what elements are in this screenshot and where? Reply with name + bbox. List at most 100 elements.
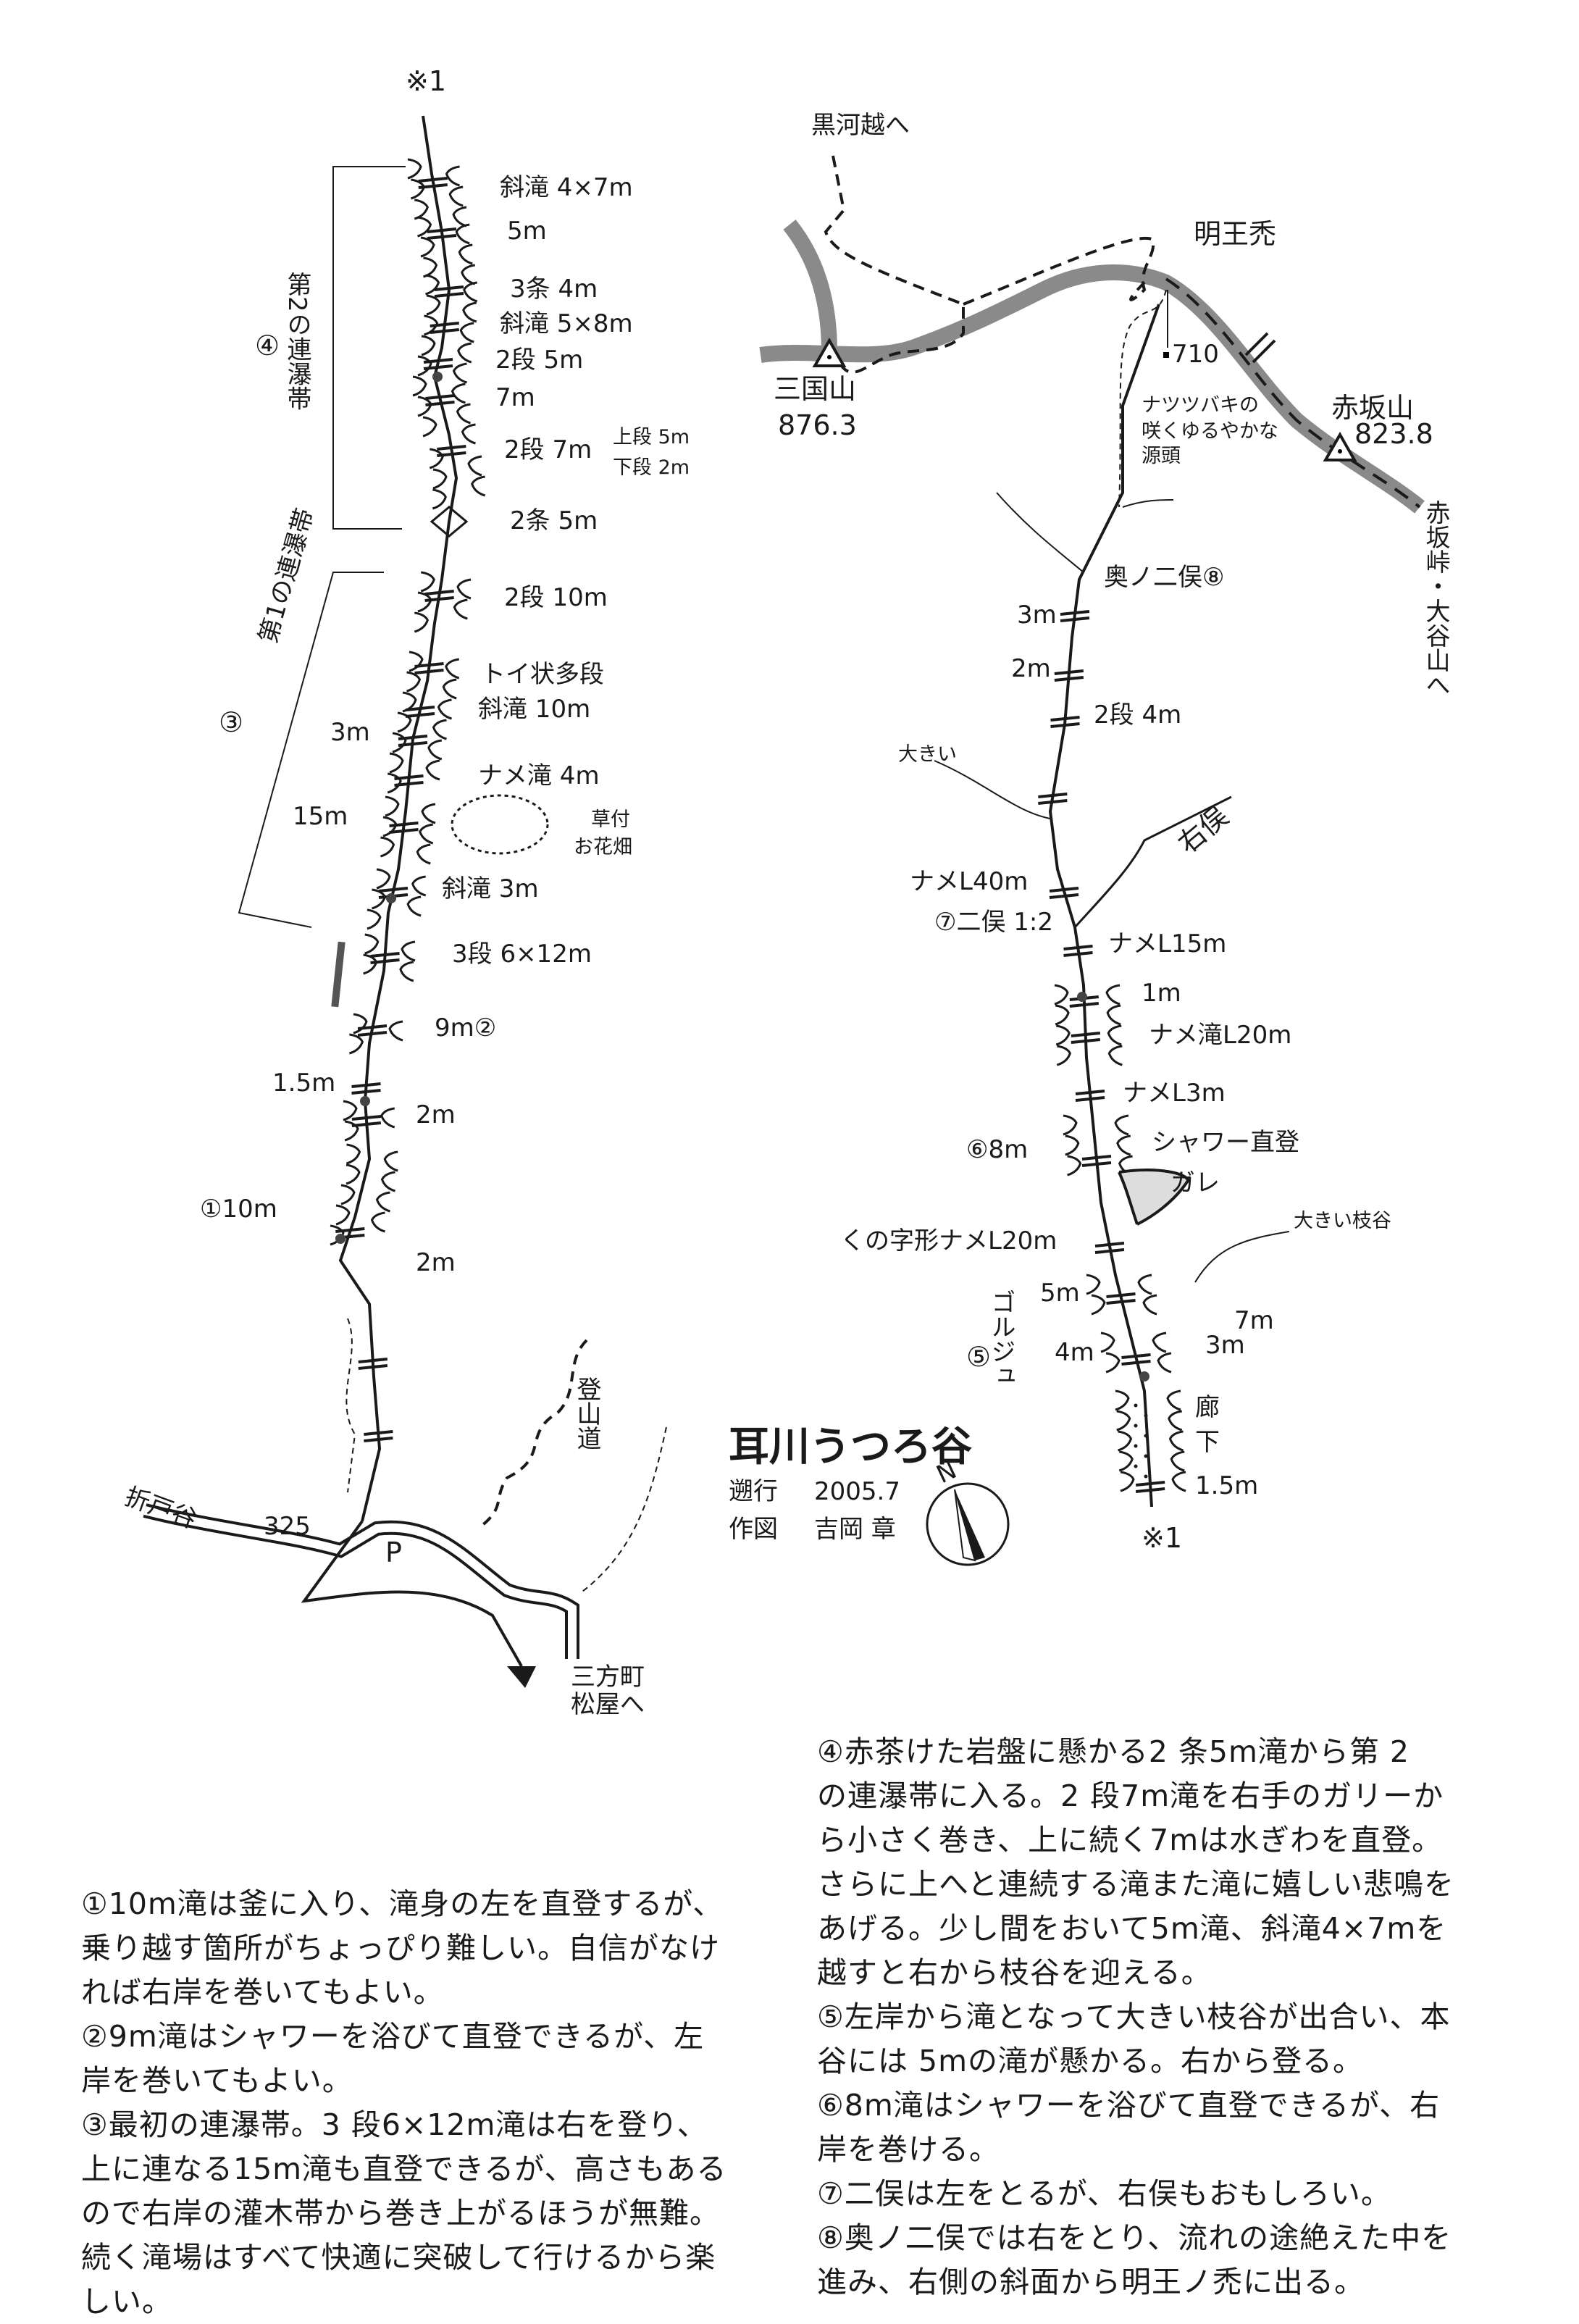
note-line: 岸を巻いてもよい。 — [81, 2063, 353, 2098]
corridor-dot — [1134, 1464, 1138, 1468]
trail-line — [477, 1339, 588, 1530]
waterfall-icon — [1060, 616, 1090, 622]
waterfall-icon — [357, 1024, 388, 1030]
cliff-icon — [457, 342, 472, 364]
cliff-icon — [1105, 984, 1121, 1006]
fall-label: 15m — [293, 802, 348, 831]
fall-label: シャワー直登 — [1152, 1128, 1299, 1157]
fall-label: ナメL15m — [1108, 929, 1226, 958]
cliff-icon — [411, 875, 427, 897]
cliff-icon — [1168, 1410, 1183, 1431]
pass-direction-label: 赤坂峠・大谷山へ — [1421, 500, 1450, 697]
start-mark-label: ※1 — [406, 65, 446, 97]
source-trail — [1118, 289, 1167, 508]
cliff-icon — [432, 719, 447, 740]
waterfall-icon — [427, 227, 457, 233]
note-line: 谷には 5mの滝が懸かる。右から登る。 — [817, 2044, 1364, 2078]
cliff-icon — [455, 223, 470, 245]
zone2-bracket — [332, 166, 406, 530]
cliff-icon — [1065, 1134, 1080, 1156]
waterfall-icon — [434, 285, 464, 291]
note-line: 続く滝場はすべて快適に突破して行けるから楽 — [81, 2240, 716, 2275]
zone1-number: ③ — [219, 706, 243, 738]
cliff-icon — [1137, 1274, 1152, 1295]
cliff-icon — [1157, 1352, 1172, 1374]
note-line: さらに上へと連続する滝また滝に嬉しい悲鳴を — [817, 1867, 1454, 1902]
waterfall-icon — [1121, 1353, 1151, 1359]
cliff-icon — [380, 836, 395, 858]
ridge-spur — [783, 220, 837, 352]
cliff-icon — [451, 383, 466, 404]
note-line: 乗り越す箇所がちょっぴり難しい。自信がなけ — [81, 1931, 720, 1965]
basin-dot — [1077, 992, 1087, 1002]
cliff-icon — [1055, 1004, 1070, 1026]
cliff-icon — [414, 611, 429, 633]
note-line: 越すと右から枝谷を迎える。 — [817, 1955, 1212, 1990]
cliff-icon — [330, 1224, 345, 1246]
waterfall-icon — [1075, 1090, 1105, 1095]
fall-label: 斜滝 5×8m — [500, 309, 633, 338]
waterfall-icon — [414, 662, 444, 668]
peak-name: 三国山 — [774, 373, 856, 405]
branch-label: 大きい枝谷 — [1294, 1210, 1391, 1232]
waterfall-icon — [1094, 1242, 1125, 1247]
branch-label: 大きい — [898, 743, 957, 766]
cliff-icon — [410, 178, 426, 200]
fall-label: トイ状多段 — [481, 660, 604, 689]
cliff-icon — [376, 868, 391, 890]
note-line: 岸を巻ける。 — [817, 2132, 1000, 2167]
waterfall-icon — [1081, 1161, 1112, 1167]
fall-label: 1.5m — [1195, 1471, 1258, 1500]
note-line: ④赤茶けた岩盤に懸かる2 条5m滝から第 2 — [817, 1734, 1410, 1769]
fall-label: ナメ滝 4m — [478, 761, 600, 790]
cliff-icon — [1114, 1114, 1129, 1136]
cliff-icon — [346, 1143, 361, 1165]
destination-label: 松屋へ — [571, 1690, 645, 1719]
ridge-line — [759, 264, 1425, 514]
fall-label: 3条 4m — [510, 275, 598, 304]
fall-label: 3m — [1205, 1331, 1245, 1360]
note-line: ③最初の連瀑帯。3 段6×12m滝は右を登り、 — [81, 2107, 708, 2142]
waterfall-icon — [1106, 1299, 1136, 1305]
zone2-label: 第2の連瀑帯 — [282, 272, 311, 411]
cliff-icon — [417, 355, 432, 377]
cliff-icon — [467, 455, 482, 477]
stream-line — [338, 115, 458, 1522]
waterfall-icon — [351, 1089, 381, 1095]
notes-right: ④赤茶けた岩盤に懸かる2 条5m滝から第 2 の連瀑帯に入る。2 段7m滝を右手… — [817, 1730, 1454, 2304]
note-line: ⑧奥ノ二俣では右をとり、流れの途絶えた中を — [817, 2220, 1452, 2255]
corridor-label: 廊 — [1195, 1393, 1220, 1422]
waterfall-icon — [430, 328, 459, 334]
waterfall-icon — [1050, 722, 1080, 728]
waterfall-icon — [424, 590, 454, 595]
waterfall-icon — [1050, 716, 1080, 722]
trail-label: 登山道 — [572, 1376, 601, 1450]
waterfall-icon — [430, 322, 459, 327]
cliff-icon — [353, 1013, 368, 1034]
contour — [345, 1318, 667, 1594]
cliff-icon — [348, 1033, 364, 1055]
survey-date: 2005.7 — [814, 1477, 900, 1506]
source-note: 咲くゆるやかな — [1142, 420, 1278, 443]
cliff-icon — [1142, 1294, 1157, 1316]
cliff-icon — [437, 698, 452, 720]
fall-label: 1.5m — [272, 1069, 335, 1098]
basin-dot — [1139, 1371, 1149, 1382]
cliff-icon — [392, 732, 407, 753]
note-line: 進み、右側の斜面から明王ノ禿に出る。 — [817, 2265, 1365, 2299]
cliff-icon — [414, 198, 429, 220]
spot-height-icon — [1163, 352, 1169, 358]
fall-label: 3m — [330, 718, 370, 747]
tributary — [996, 492, 1084, 573]
cliff-icon — [416, 843, 431, 865]
cliff-icon — [1106, 1004, 1121, 1026]
map-title: 耳川うつろ谷 — [729, 1424, 972, 1471]
cliff-icon — [343, 1100, 358, 1121]
cliff-icon — [388, 1020, 403, 1042]
basin-dot — [360, 1096, 370, 1106]
waterfall-icon — [370, 958, 400, 964]
fall-label: 2m — [1011, 654, 1051, 683]
corridor-dot — [1144, 1434, 1148, 1438]
peak-elevation: 823.8 — [1354, 418, 1433, 450]
meadow-label: 草付 — [591, 808, 630, 831]
